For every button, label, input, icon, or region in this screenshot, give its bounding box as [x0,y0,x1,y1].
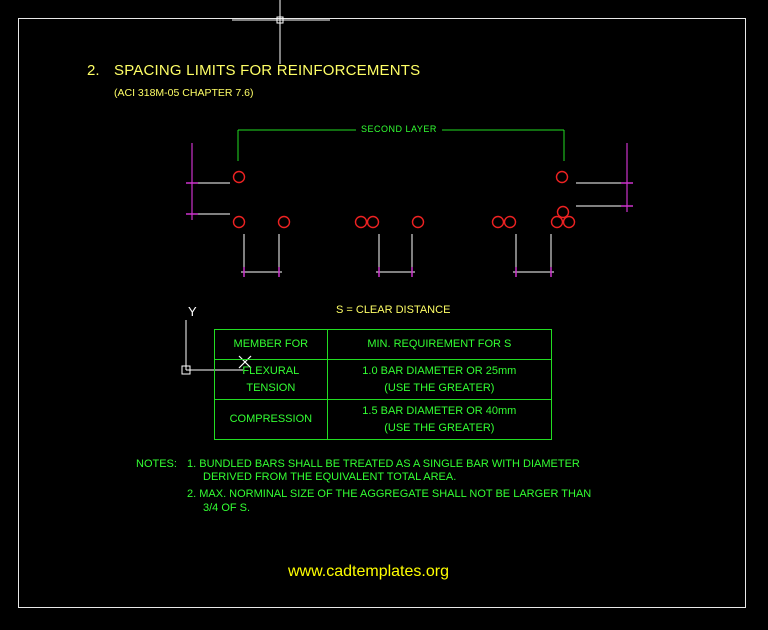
note-1-line-2: DERIVED FROM THE EQUIVALENT TOTAL AREA. [203,471,457,483]
rebar-bundled [562,215,576,229]
code-reference: (ACI 318M-05 CHAPTER 7.6) [114,87,254,99]
rebar-bundled [491,215,505,229]
rebar-bars [232,170,576,229]
requirement-line: 1.5 BAR DIAMETER OR 40mm [362,404,517,417]
table-header-row: MEMBER FOR MIN. REQUIREMENT FOR S [214,329,553,360]
table-row: FLEXURAL TENSION 1.0 BAR DIAMETER OR 25m… [214,359,553,400]
member-cell: COMPRESSION [214,399,328,440]
requirement-line: (USE THE GREATER) [384,421,495,434]
section-number: 2. [87,62,100,79]
rebar-bundled [503,215,517,229]
table-row: COMPRESSION 1.5 BAR DIAMETER OR 40mm (US… [214,399,553,440]
drawing-border [18,18,746,608]
rebar-bottom [232,215,246,229]
rebar-bundled [366,215,380,229]
spacing-requirements-table: MEMBER FOR MIN. REQUIREMENT FOR S FLEXUR… [214,329,553,440]
requirement-cell: 1.5 BAR DIAMETER OR 40mm (USE THE GREATE… [326,399,553,440]
section-title: SPACING LIMITS FOR REINFORCEMENTS [114,62,421,79]
clear-distance-dimension-3 [513,234,554,277]
requirement-line: (USE THE GREATER) [384,381,495,394]
clear-distance-dimension-1 [241,234,282,277]
header-requirement: MIN. REQUIREMENT FOR S [326,329,553,360]
requirement-line: 1.0 BAR DIAMETER OR 25mm [362,364,517,377]
rebar-bundled [354,215,368,229]
crosshair-cursor-icon [232,0,330,64]
note-2-line-2: 3/4 OF S. [203,502,251,514]
note-2-line-1: 2. MAX. NORMINAL SIZE OF THE AGGREGATE S… [187,488,592,500]
member-line: FLEXURAL [242,364,300,377]
requirement-cell: 1.0 BAR DIAMETER OR 25mm (USE THE GREATE… [326,359,553,400]
notes-label: NOTES: [136,458,177,470]
rebar-bottom [411,215,425,229]
second-layer-label: SECOND LAYER [361,124,437,134]
note-1-line-1: 1. BUNDLED BARS SHALL BE TREATED AS A SI… [187,458,580,470]
ucs-y-label: Y [188,304,197,319]
second-layer-dimension [237,129,565,161]
clear-distance-dimension-2 [376,234,415,277]
clear-distance-definition: S = CLEAR DISTANCE [336,304,451,316]
rebar-top-right [555,170,569,184]
header-member: MEMBER FOR [214,329,328,360]
member-line: TENSION [246,381,296,394]
rebar-top-left [232,170,246,184]
left-layer-spacing-dimension [186,143,230,220]
rebar-bottom [277,215,291,229]
member-cell: FLEXURAL TENSION [214,359,328,400]
right-layer-spacing-dimension [576,143,633,212]
member-line: COMPRESSION [229,413,313,425]
website-watermark: www.cadtemplates.org [288,563,449,580]
rebar-bundled [556,205,570,219]
rebar-bundled [550,215,564,229]
